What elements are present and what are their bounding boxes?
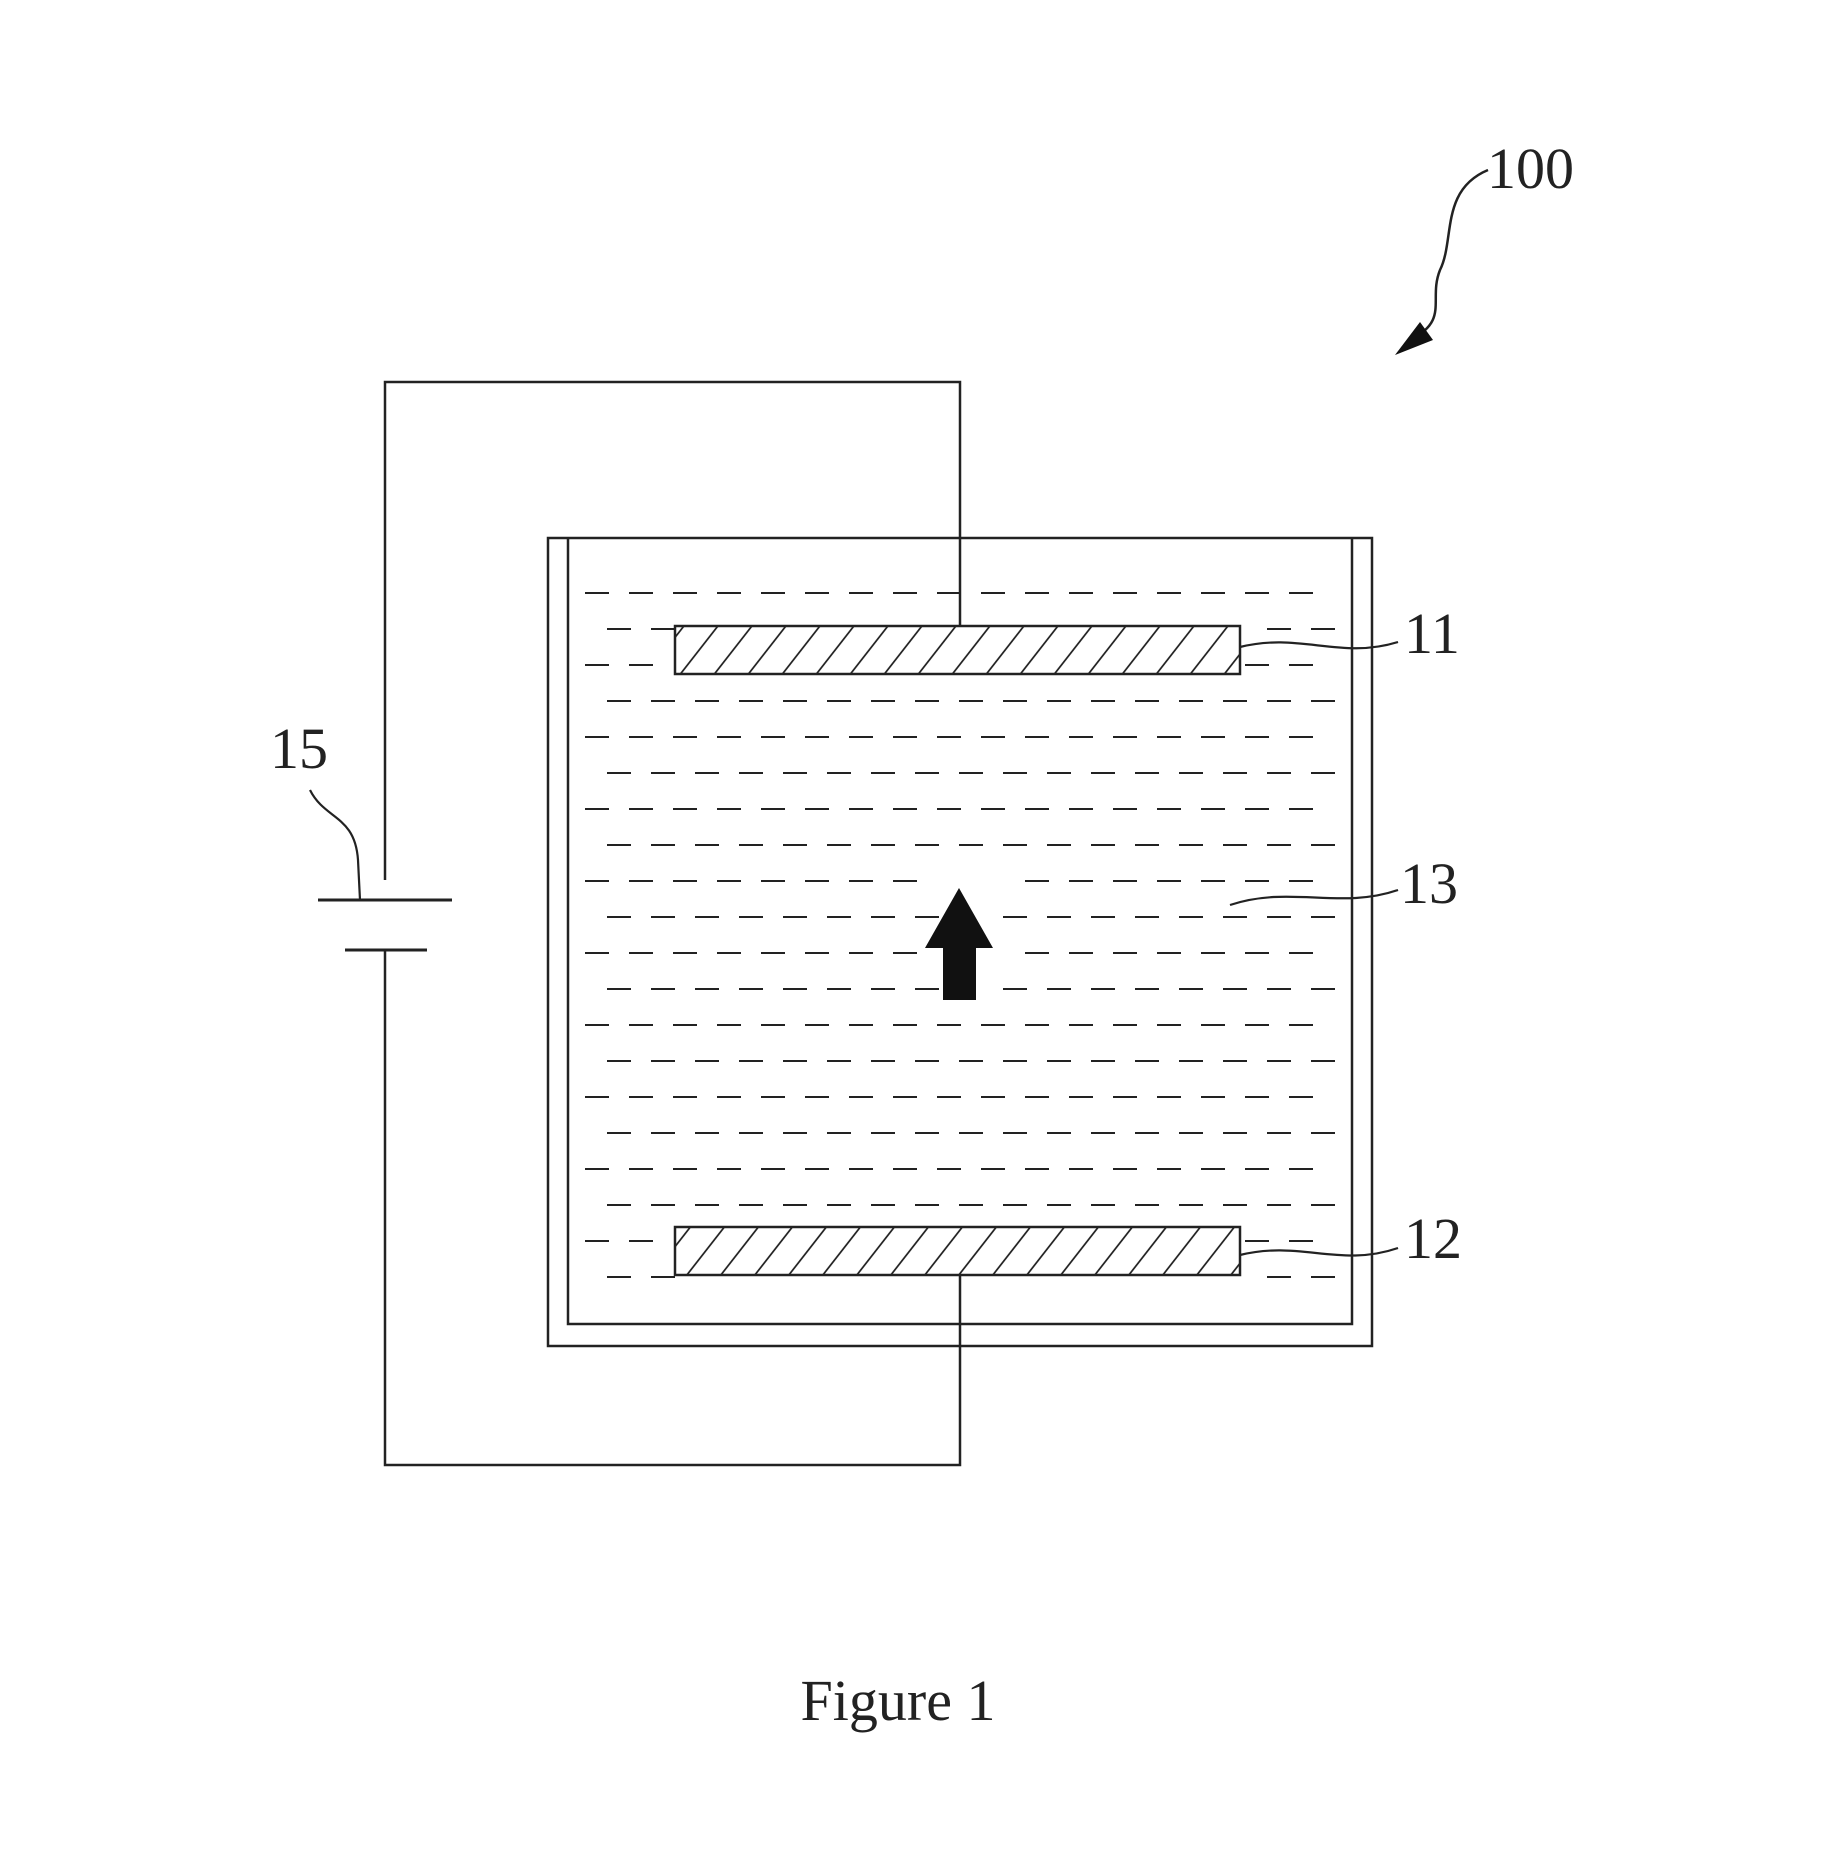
label-12: 12 [1404, 1206, 1462, 1271]
label-13: 13 [1400, 851, 1458, 916]
label-100: 100 [1487, 136, 1574, 201]
electrode-top [675, 626, 1240, 674]
wire-bottom [385, 950, 960, 1465]
up-arrow-icon [925, 888, 993, 1000]
leader-100 [1410, 170, 1488, 340]
electrode-bottom [675, 1227, 1240, 1275]
leader-11 [1240, 642, 1398, 648]
label-15: 15 [270, 716, 328, 781]
leader-15 [310, 790, 360, 900]
figure-caption: Figure 1 [801, 1668, 996, 1733]
label-11: 11 [1404, 601, 1460, 666]
leader-12 [1240, 1248, 1398, 1256]
